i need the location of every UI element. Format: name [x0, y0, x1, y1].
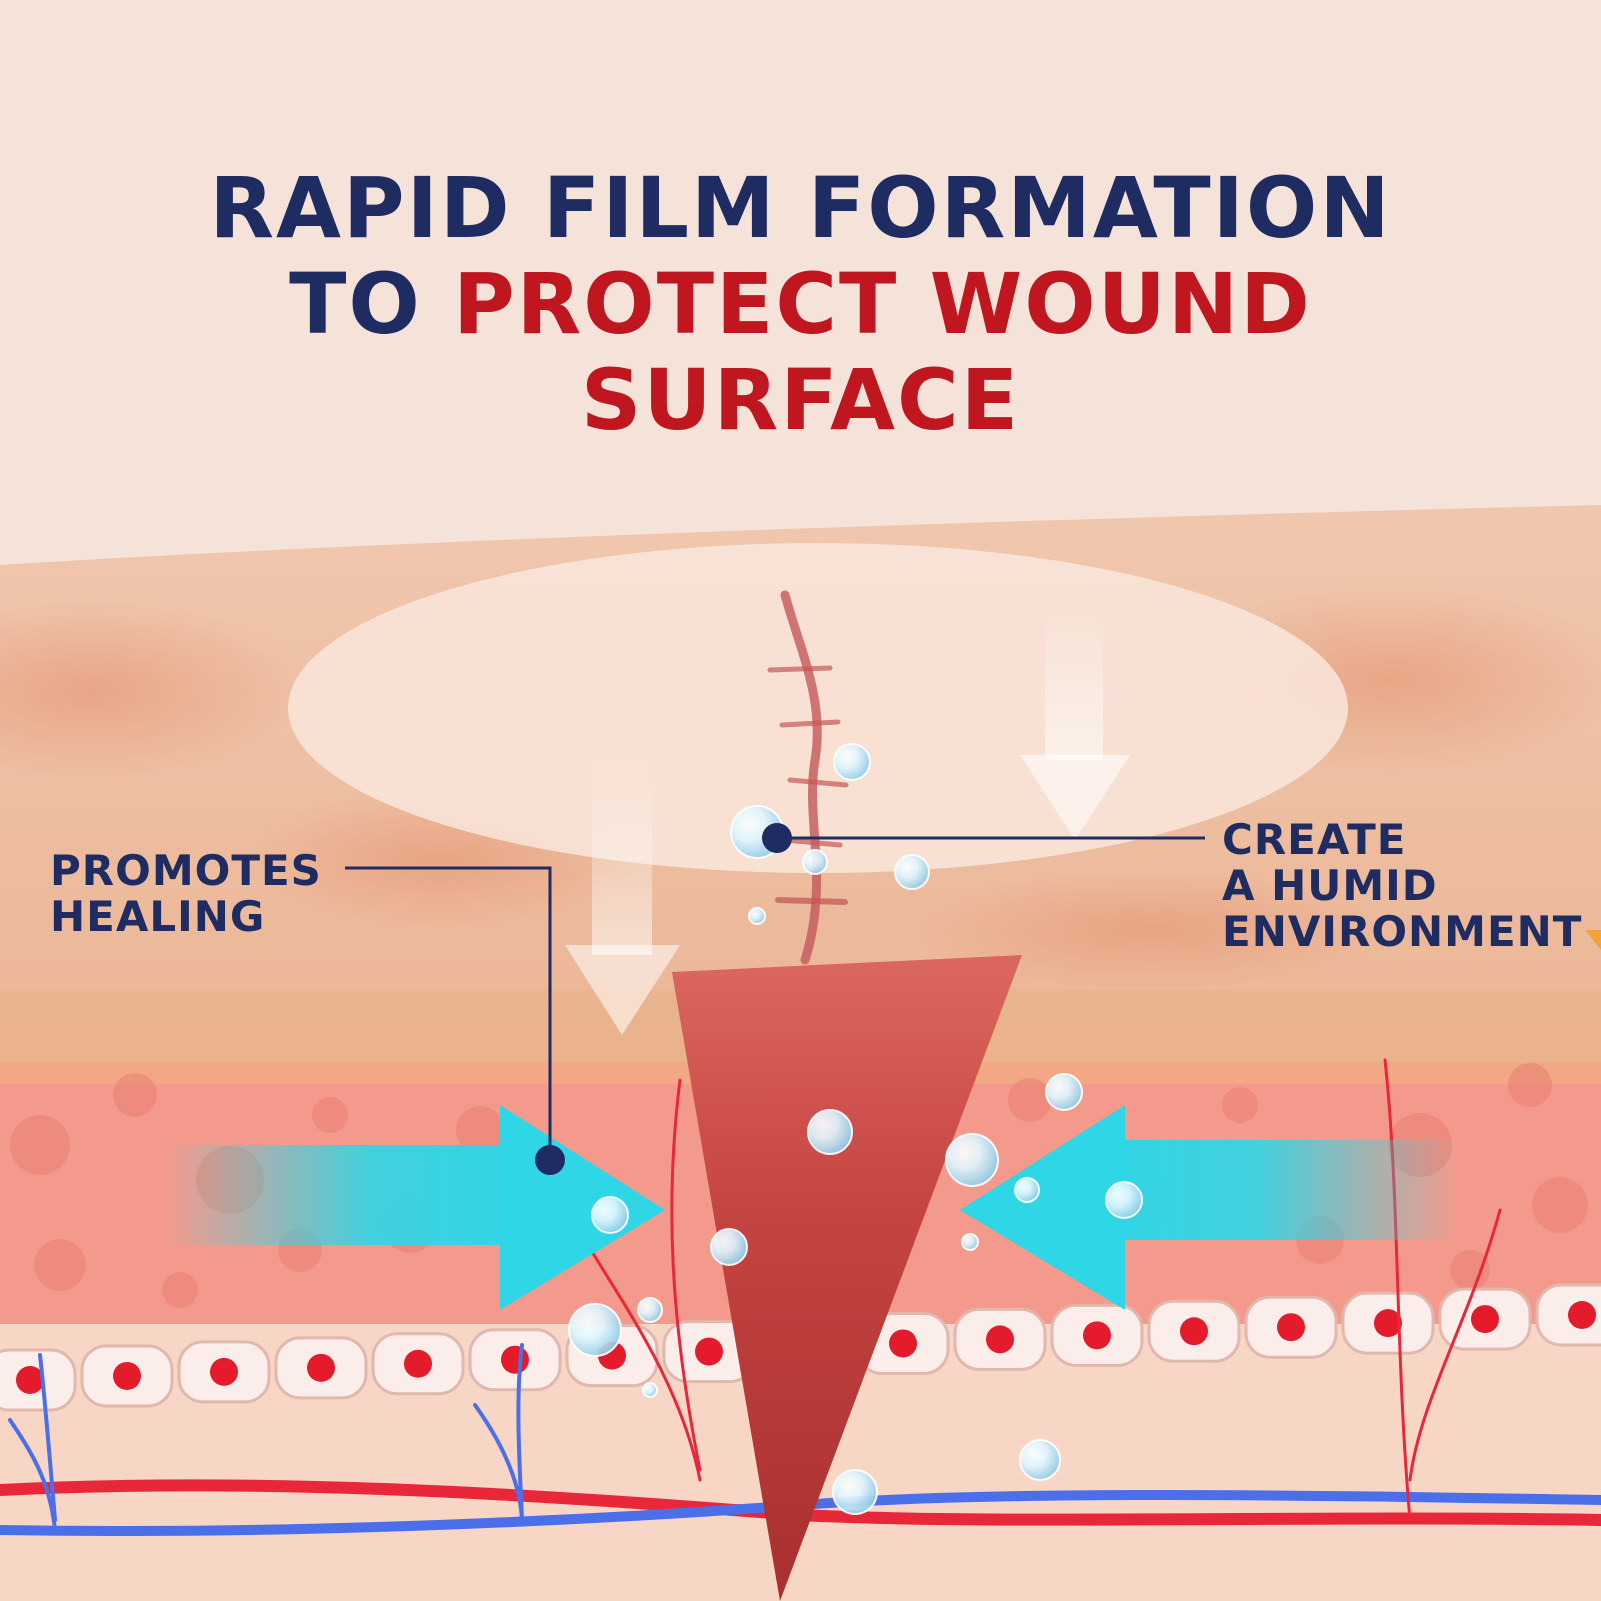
callout-right-line-1: CREATE [1222, 815, 1407, 864]
bubble [945, 1133, 999, 1187]
wound-scar [767, 590, 849, 965]
bubble [1045, 1073, 1083, 1111]
bubble [1105, 1181, 1143, 1219]
decorative-edge-arrow [1585, 930, 1601, 950]
headline-line-3: SURFACE [580, 351, 1021, 449]
bubble [807, 1109, 853, 1155]
bubble [832, 1469, 878, 1515]
cell [662, 1320, 756, 1384]
headline: RAPID FILM FORMATION TO PROTECT WOUND SU… [0, 160, 1601, 448]
bubble [591, 1196, 629, 1234]
leader-line-left [345, 866, 552, 1160]
downward-arrow [1020, 610, 1130, 840]
bubble [1014, 1177, 1040, 1203]
capillary [473, 1343, 524, 1522]
capillary [1383, 1058, 1502, 1522]
headline-line-1: RAPID FILM FORMATION [209, 159, 1392, 257]
downward-arrow [565, 755, 680, 1035]
skin-texture-blob [0, 600, 310, 780]
bubble [637, 1297, 663, 1323]
bubble [642, 1382, 658, 1398]
cell [1147, 1299, 1241, 1363]
cell-row [0, 1283, 1601, 1412]
wound-wedge [672, 955, 1022, 1601]
callout-humid-environment: CREATE A HUMID ENVIRONMENT [1222, 817, 1582, 955]
cell [1244, 1295, 1338, 1359]
cell [274, 1336, 368, 1400]
callout-left-line-1: PROMOTES [50, 846, 322, 895]
leader-dot-right [762, 823, 792, 853]
cell [177, 1340, 271, 1404]
callout-leaders [345, 823, 1205, 1175]
cell [0, 1348, 77, 1412]
moisture-bubbles [568, 743, 1143, 1515]
inward-arrow-right [960, 1105, 1460, 1310]
capillary [583, 1078, 702, 1482]
callout-left-line-2: HEALING [50, 892, 266, 941]
skin-texture-blob [910, 870, 1390, 990]
capillary [8, 1353, 57, 1532]
cell [468, 1328, 562, 1392]
cell [1341, 1291, 1435, 1355]
leader-dot-left [535, 1145, 565, 1175]
headline-line-2-emphasis: PROTECT WOUND [453, 255, 1312, 353]
callout-promotes-healing: PROMOTES HEALING [50, 848, 322, 940]
cell [1438, 1287, 1532, 1351]
callout-right-line-3: ENVIRONMENT [1222, 907, 1583, 956]
cell [1050, 1303, 1144, 1367]
bubble [748, 907, 766, 925]
cell [953, 1307, 1047, 1371]
bubble [802, 849, 828, 875]
bubble [894, 854, 930, 890]
callout-right-line-2: A HUMID [1222, 861, 1438, 910]
cell [1535, 1283, 1601, 1347]
bubble [833, 743, 871, 781]
bubble [961, 1233, 979, 1251]
cell [371, 1332, 465, 1396]
headline-line-2-prefix: TO [289, 255, 454, 353]
headline-line-2: TO PROTECT WOUND [0, 256, 1601, 352]
cell [80, 1344, 174, 1408]
bubble [710, 1228, 748, 1266]
bubble [1019, 1439, 1061, 1481]
bubble [568, 1303, 622, 1357]
